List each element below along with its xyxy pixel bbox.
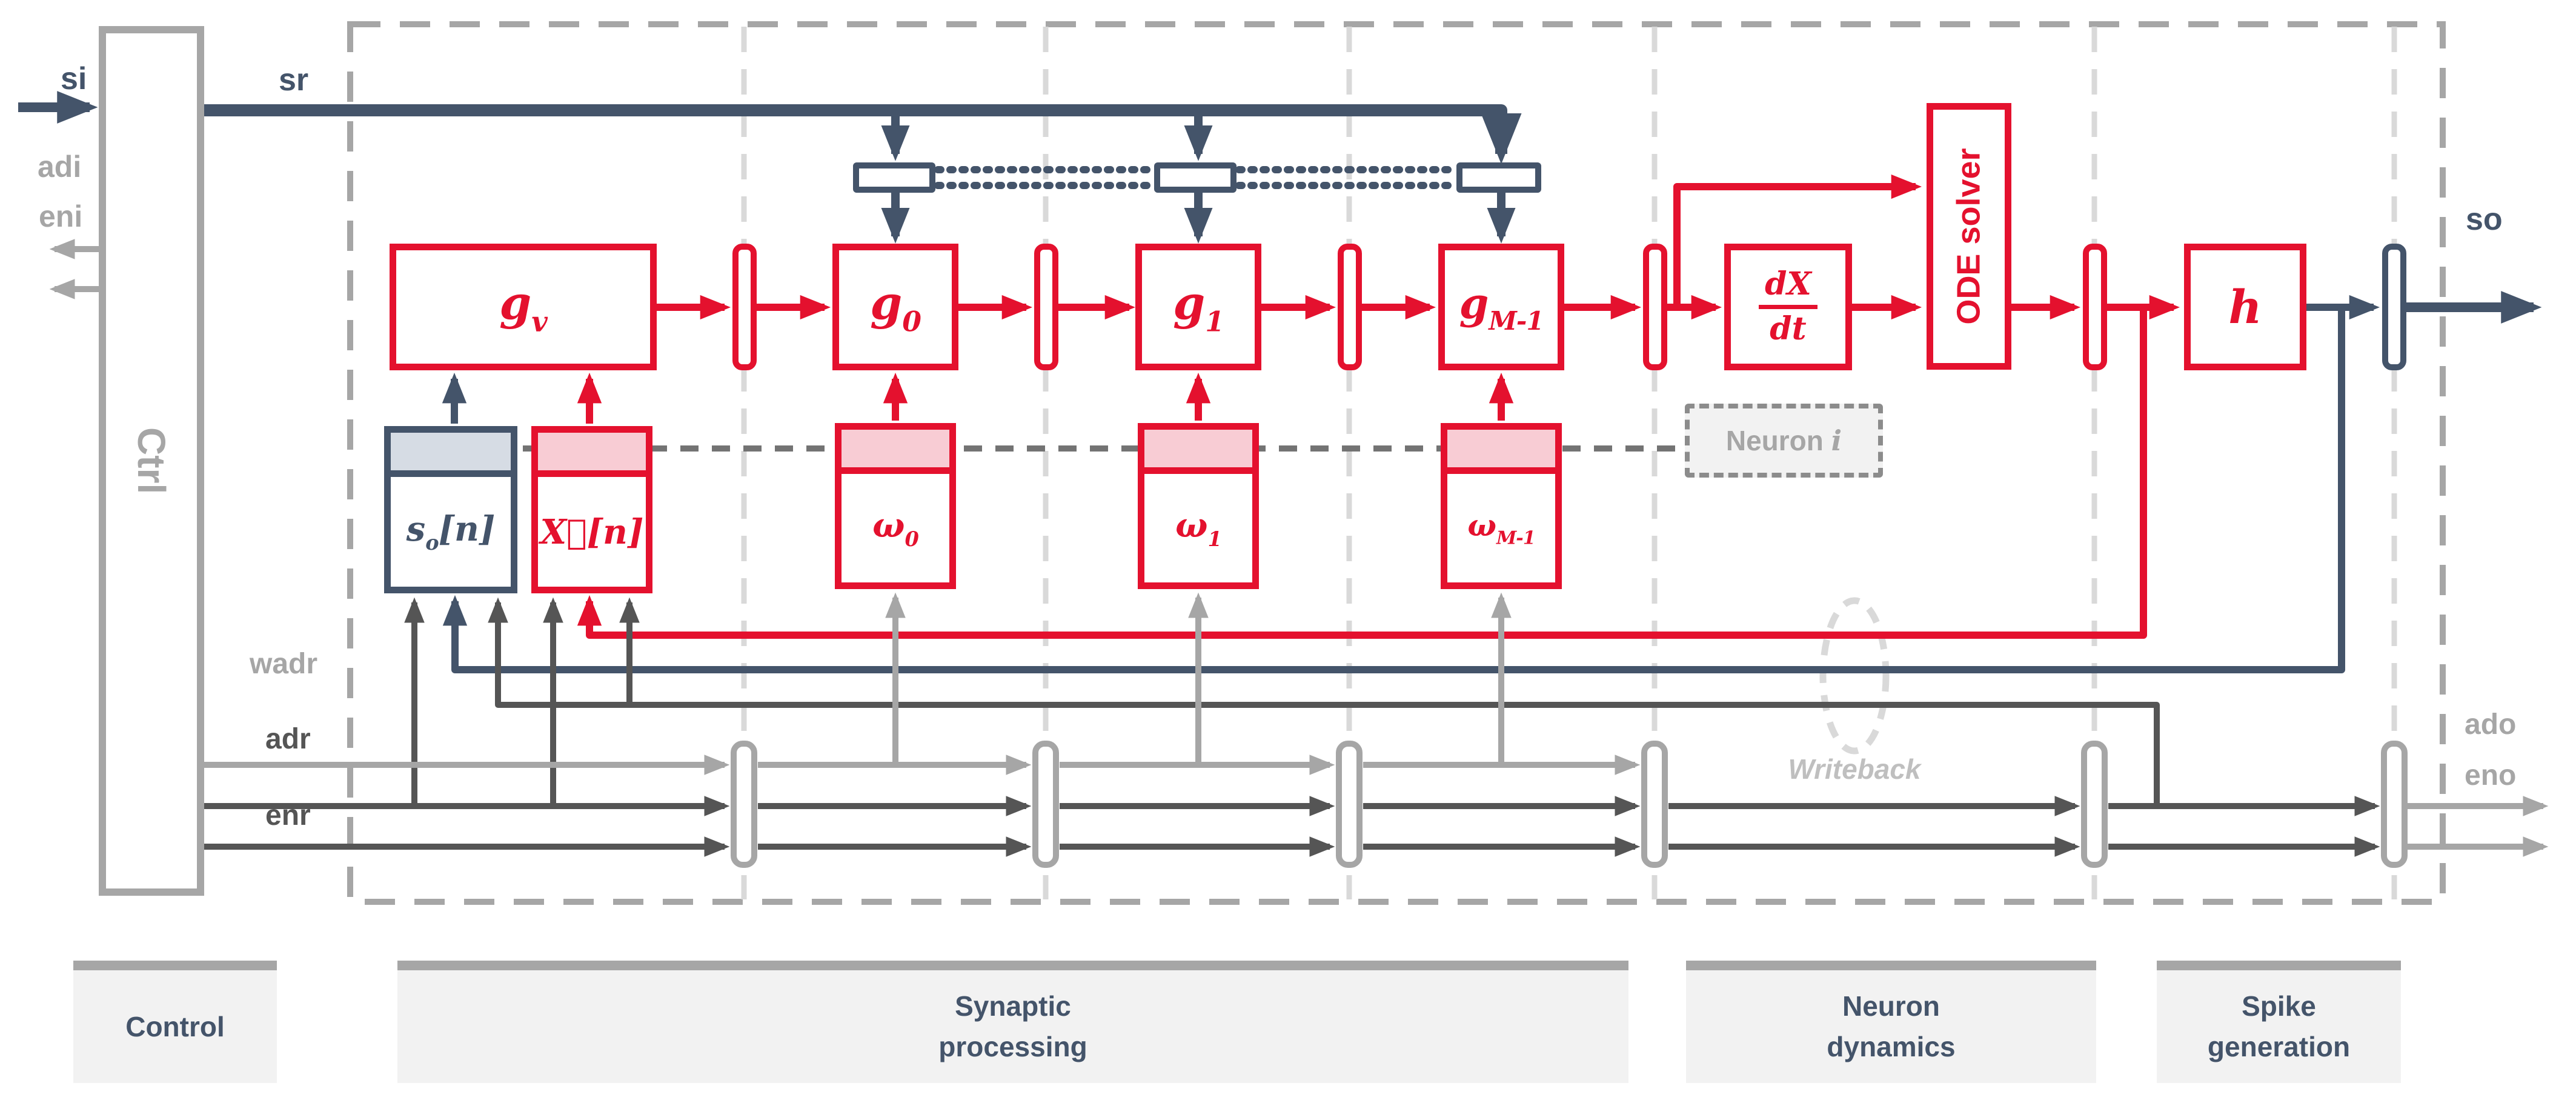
neuron-i-index: i xyxy=(1831,424,1842,457)
xmem-header xyxy=(538,433,646,477)
gm-sub: M-1 xyxy=(1489,305,1544,336)
w0mem-label: ω xyxy=(872,505,905,545)
adr-label: adr xyxy=(265,723,311,755)
stage-bar-synaptic: Synaptic processing xyxy=(397,961,1628,1083)
g0-sub: 0 xyxy=(902,305,921,338)
ado-label: ado xyxy=(2465,708,2517,741)
bus-reg-6 xyxy=(2381,741,2408,868)
wmmem-header xyxy=(1447,430,1555,474)
si-label: si xyxy=(61,61,87,96)
pipe-reg-2 xyxy=(1034,244,1058,370)
eno-label: eno xyxy=(2465,759,2517,792)
enr-label: enr xyxy=(265,799,311,832)
stage-spike-line2: generation xyxy=(2207,1031,2351,1062)
ode-solver-block: ODE solver xyxy=(1927,103,2011,370)
spike-shift-reg-2 xyxy=(1456,162,1541,193)
dxdt-denominator: dt xyxy=(1770,310,1807,347)
g1-sub: 1 xyxy=(1205,305,1224,338)
stage-bar-spike: Spike generation xyxy=(2157,961,2401,1083)
stage-neuron-line2: dynamics xyxy=(1827,1031,1956,1062)
g0-label: g xyxy=(870,276,903,330)
spike-shift-reg-1 xyxy=(1154,162,1237,193)
xmem-label: X⃗ xyxy=(540,512,587,552)
spike-shift-reg-0 xyxy=(853,162,935,193)
eni-label: eni xyxy=(39,199,83,233)
sr-bus-line xyxy=(204,104,1522,164)
bypass-to-odesolver xyxy=(1673,174,1922,307)
so-label: so xyxy=(2466,202,2503,237)
bus-reg-2 xyxy=(1032,741,1059,868)
gm-label: g xyxy=(1459,278,1489,329)
stage-bar-control: Control xyxy=(73,961,277,1083)
state-feedback-to-xmem xyxy=(577,307,2147,639)
w0mem-header xyxy=(842,430,949,474)
output-spike-reg xyxy=(2382,244,2406,370)
ctrl-label: Ctrl xyxy=(130,427,173,495)
h-label: h xyxy=(2228,280,2262,334)
gv-block: gv xyxy=(390,244,657,370)
gv-label: g xyxy=(499,276,532,330)
bus-reg-1 xyxy=(731,741,757,868)
xmem-block: X⃗[n] xyxy=(531,426,652,593)
stage-synaptic-line1: Synaptic xyxy=(955,990,1071,1022)
wmmem-block: ωM-1 xyxy=(1441,423,1562,589)
w1mem-label: ω xyxy=(1175,505,1208,545)
pipe-reg-5 xyxy=(2083,244,2107,370)
stage-spike-line1: Spike xyxy=(2242,990,2316,1022)
gv-sub: v xyxy=(531,305,547,338)
bus-reg-3 xyxy=(1336,741,1363,868)
stage-control-line1: Control xyxy=(125,1010,225,1042)
dxdt-block: dX dt xyxy=(1724,244,1852,370)
bus-reg-4 xyxy=(1641,741,1668,868)
somem-sub: o xyxy=(425,530,439,555)
wmmem-sub: M-1 xyxy=(1496,527,1536,549)
w1mem-header xyxy=(1144,430,1252,474)
spike-feedback-to-somem xyxy=(442,307,2345,673)
h-block: h xyxy=(2184,244,2306,370)
bus-reg-5 xyxy=(2081,741,2108,868)
dxdt-numerator: dX xyxy=(1759,268,1817,309)
neuron-i-label: Neuron xyxy=(1725,425,1831,456)
pipe-reg-1 xyxy=(732,244,757,370)
gm-block: gM-1 xyxy=(1438,244,1564,370)
xmem-suffix: [n] xyxy=(586,512,644,552)
w1mem-block: ω1 xyxy=(1138,423,1259,589)
g1-label: g xyxy=(1173,276,1206,330)
neuron-i-box: Neuron i xyxy=(1685,404,1883,478)
wmmem-label: ω xyxy=(1467,507,1497,544)
w1mem-sub: 1 xyxy=(1207,527,1221,552)
somem-label: s xyxy=(406,508,426,549)
stage-synaptic-line2: processing xyxy=(938,1031,1087,1062)
w0mem-sub: 0 xyxy=(905,527,918,552)
g0-block: g0 xyxy=(832,244,958,370)
somem-block: so[n] xyxy=(384,426,517,593)
adi-label: adi xyxy=(38,150,82,184)
outer-dashed-border xyxy=(347,21,2446,905)
writeback-ellipse xyxy=(1819,597,1890,755)
stage-neuron-line1: Neuron xyxy=(1842,990,1940,1022)
stage-bar-neuron: Neuron dynamics xyxy=(1686,961,2096,1083)
adr-branch-line xyxy=(488,597,2160,806)
wadr-label: wadr xyxy=(250,648,318,680)
ctrl-block: Ctrl xyxy=(99,26,204,896)
g1-block: g1 xyxy=(1135,244,1261,370)
writeback-label: Writeback xyxy=(1788,753,1921,785)
pipe-reg-4 xyxy=(1643,244,1667,370)
sr-label: sr xyxy=(279,62,309,98)
somem-header xyxy=(391,433,511,477)
pipe-reg-3 xyxy=(1338,244,1362,370)
ode-solver-label: ODE solver xyxy=(1951,148,1987,325)
somem-suffix: [n] xyxy=(438,508,496,549)
w0mem-block: ω0 xyxy=(835,423,956,589)
